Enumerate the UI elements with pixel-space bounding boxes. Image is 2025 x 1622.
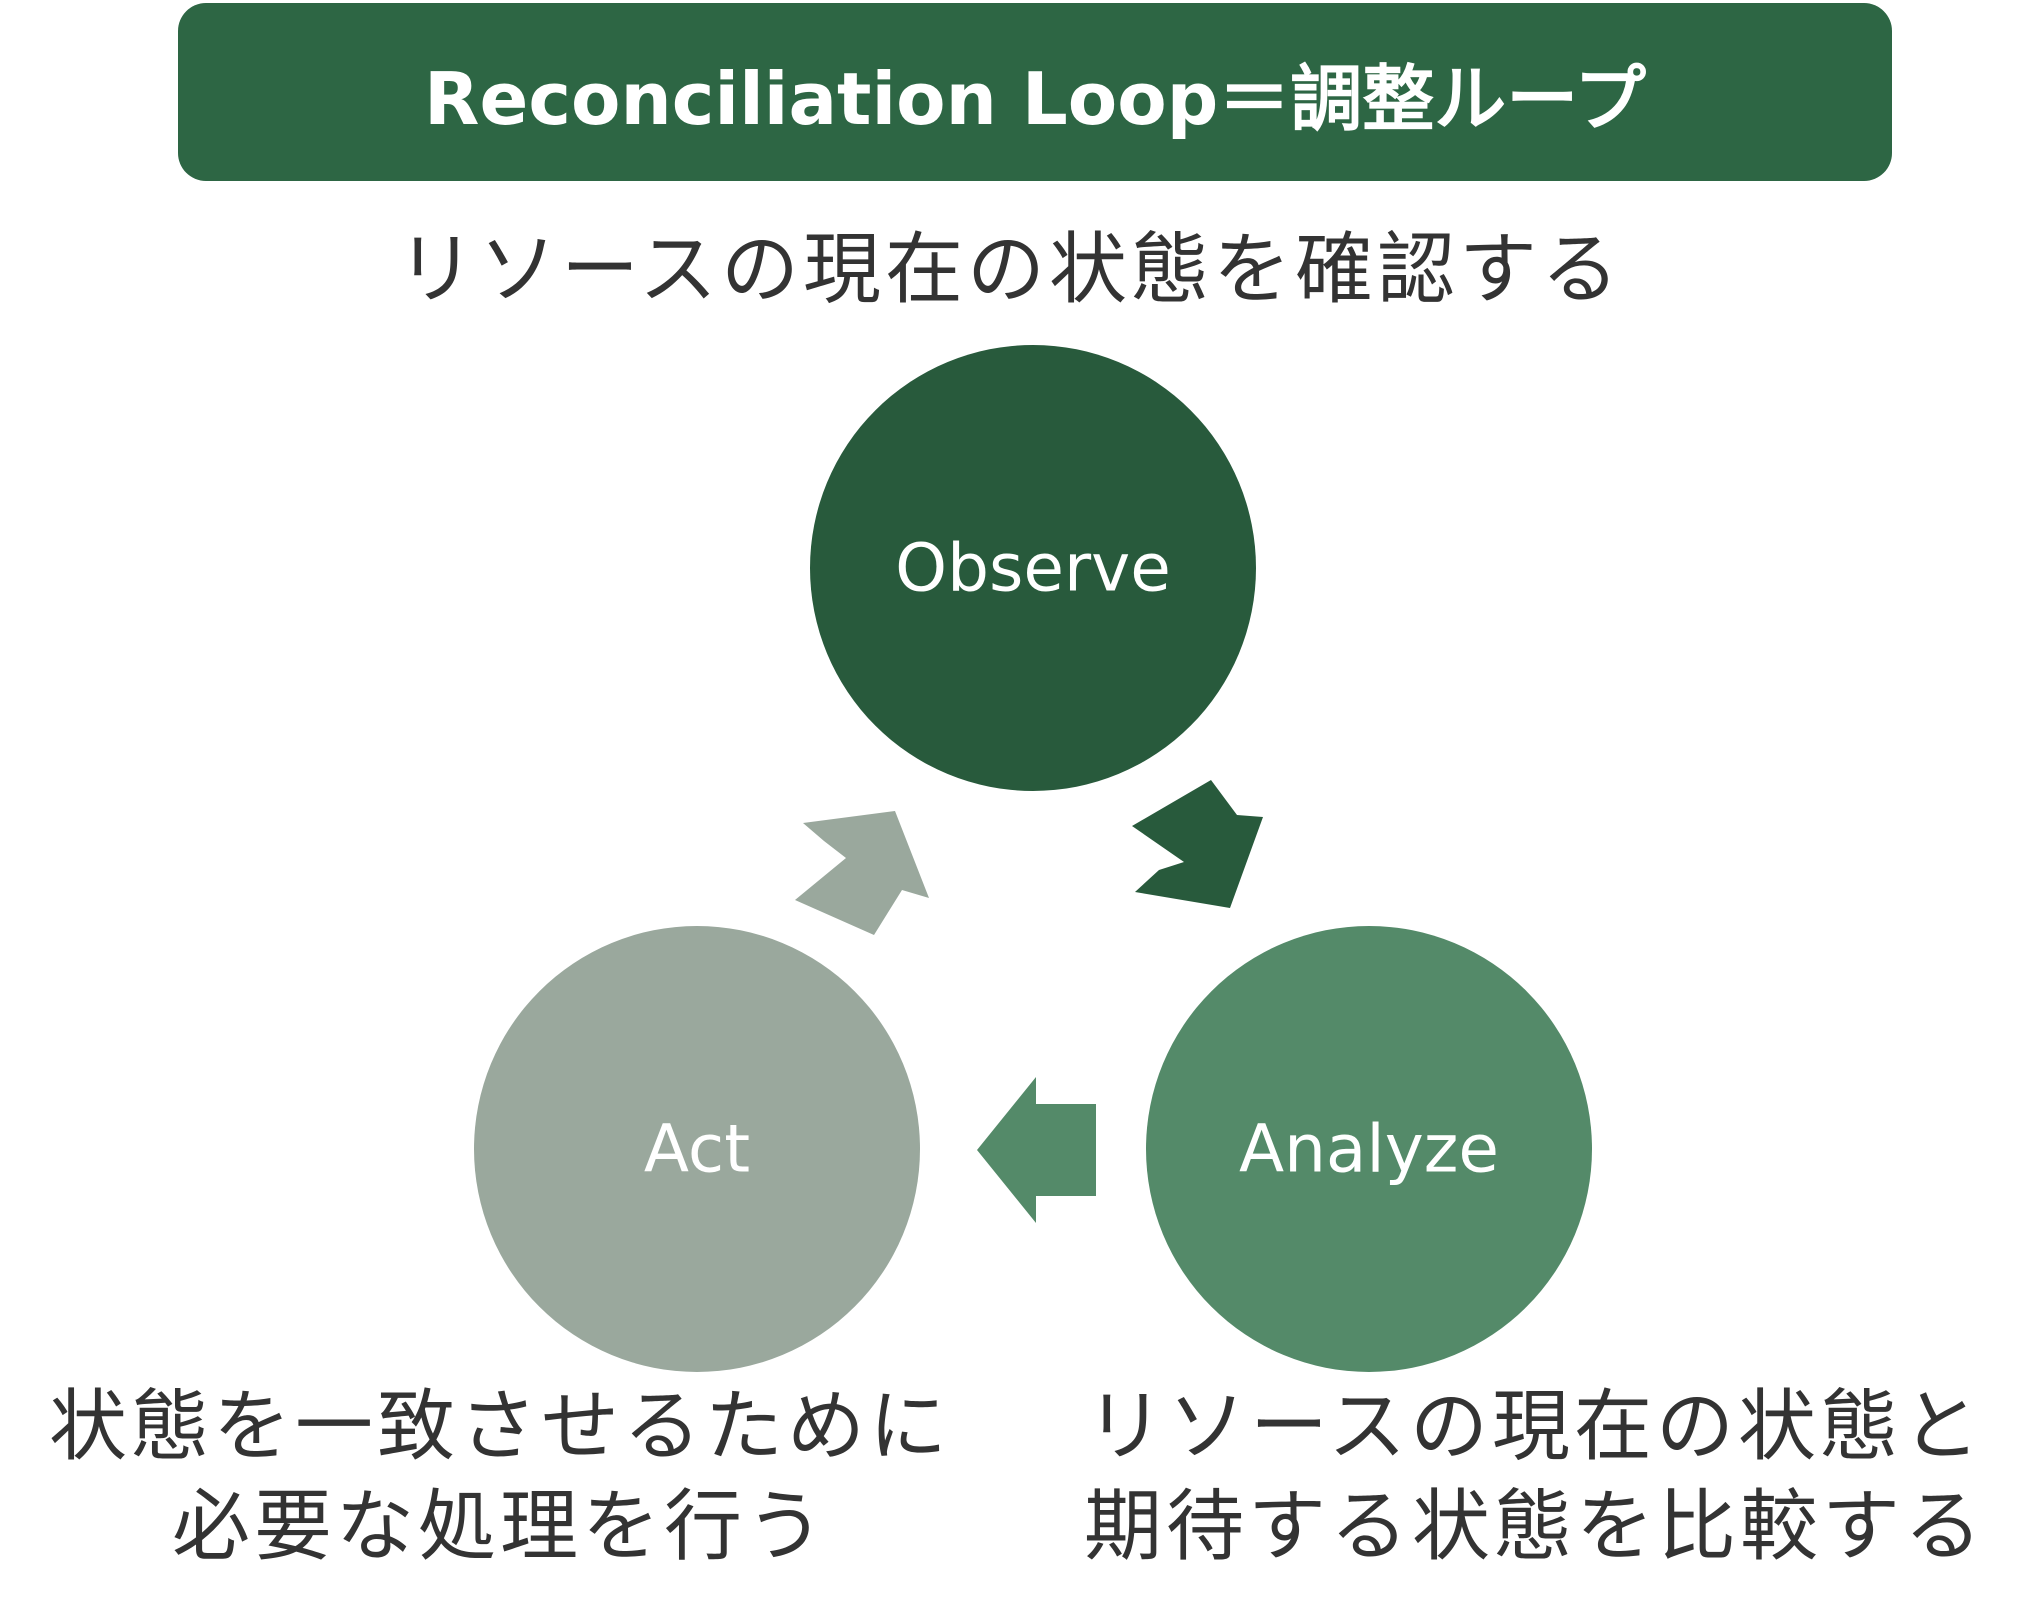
- arrow-act-to-observe: [795, 811, 929, 935]
- analyze-caption: リソースの現在の状態と 期待する状態を比較する: [1060, 1377, 2010, 1577]
- observe-caption: リソースの現在の状態を確認する: [300, 220, 1720, 320]
- analyze-caption-line-2: 期待する状態を比較する: [1083, 1482, 1986, 1572]
- page-title: Reconciliation Loop＝調整ループ: [424, 56, 1646, 141]
- arrow-analyze-to-act: [977, 1077, 1096, 1223]
- analyze-node-label: Analyze: [1239, 1111, 1499, 1188]
- act-node: [474, 926, 920, 1372]
- arrow-observe-to-analyze: [1132, 780, 1263, 908]
- act-node-label: Act: [644, 1111, 750, 1188]
- act-caption-line-2: 必要な処理を行う: [171, 1482, 828, 1572]
- analyze-node: [1146, 926, 1592, 1372]
- title-banner: Reconciliation Loop＝調整ループ: [178, 3, 1892, 181]
- observe-node-label: Observe: [895, 530, 1171, 607]
- observe-node: [810, 345, 1256, 791]
- analyze-caption-line-1: リソースの現在の状態と: [1085, 1382, 1985, 1472]
- observe-caption-line: リソースの現在の状態を確認する: [396, 225, 1624, 315]
- act-caption-line-1: 状態を一致させるために: [48, 1382, 951, 1472]
- act-caption: 状態を一致させるために 必要な処理を行う: [30, 1377, 970, 1577]
